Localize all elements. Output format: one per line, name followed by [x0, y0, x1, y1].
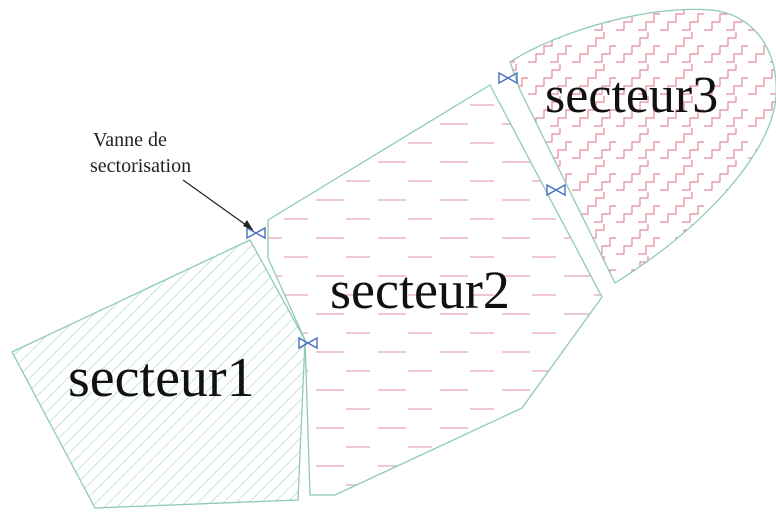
annotation-arrowhead: [243, 220, 253, 230]
annotation-line-1: Vanne de: [93, 129, 167, 151]
sector-2: secteur2: [267, 84, 603, 496]
valve-icon: [298, 336, 318, 350]
sector-3-area: [509, 8, 776, 284]
sector-3: secteur3: [509, 8, 776, 284]
valve-annotation: Vanne de sectorisation: [90, 129, 254, 231]
sector-1-label: secteur1: [68, 347, 255, 409]
sector-1-area: [11, 239, 306, 509]
sector-2-label: secteur2: [330, 260, 510, 320]
sector-1: secteur1: [11, 239, 306, 509]
valve-icon: [546, 183, 566, 197]
annotation-leader-arrow: [182, 179, 254, 231]
annotation-line-2: sectorisation: [90, 155, 191, 177]
sector-3-label: secteur3: [545, 67, 718, 124]
sector-2-area: [267, 84, 603, 496]
valve-icon: [246, 226, 266, 240]
valve-icon: [498, 71, 518, 85]
